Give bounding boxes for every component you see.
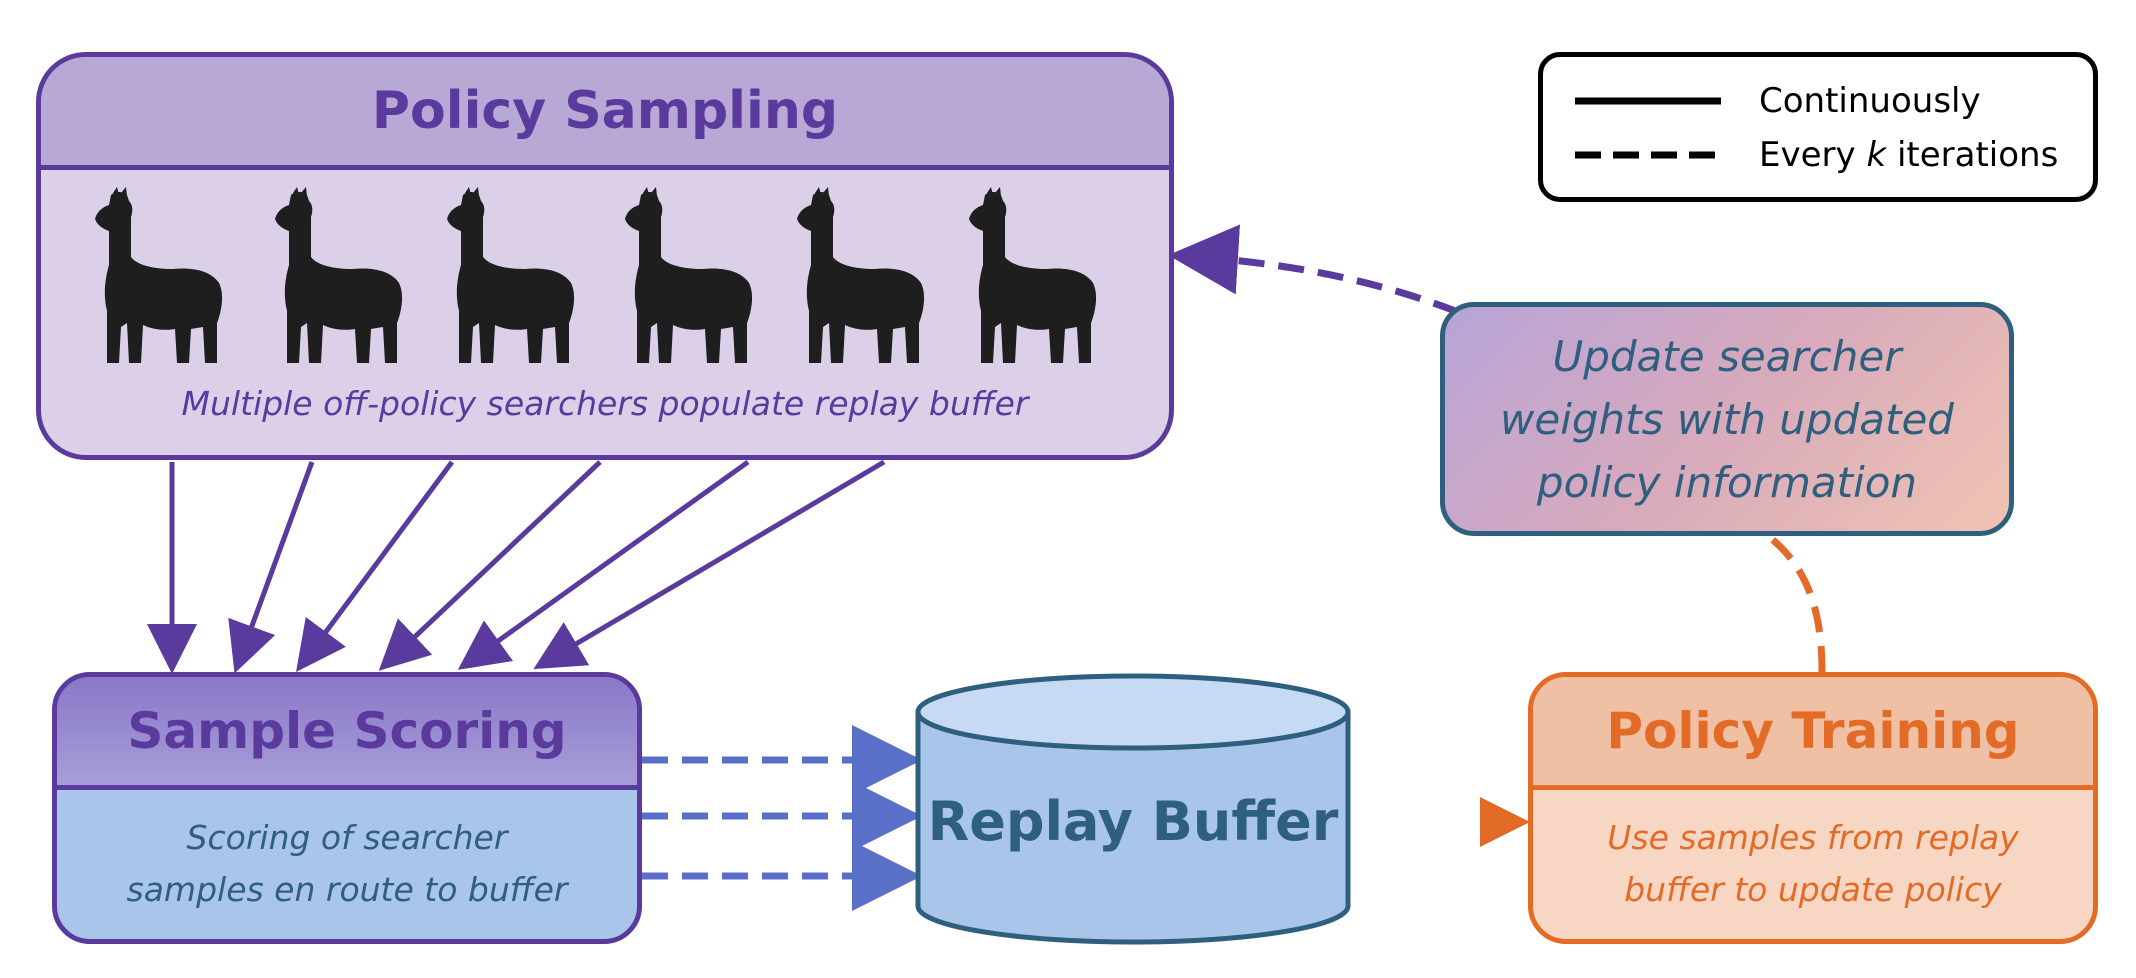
sampling-arrow-4 [378,460,602,671]
policy-training-box: Policy Training Use samples from replay … [1528,672,2098,944]
update-to-sampling-dashed [1168,224,1460,316]
policy-training-caption: Use samples from replay buffer to update… [1533,790,2093,916]
legend-every-prefix: Every [1759,135,1867,175]
llama-icon-3 [447,187,575,363]
scoring-to-buffer-arrows [642,725,922,911]
sample-scoring-caption-line-1: Scoring of searcher [186,818,508,857]
llama-icon-1 [95,187,223,363]
sampling-arrow-6 [533,459,886,670]
llama-icon-4 [625,187,753,363]
policy-training-caption-line-1: Use samples from replay [1607,818,2019,857]
legend-iterations-suffix: iterations [1886,135,2059,175]
policy-sampling-box: Policy Sampling Multiple off-policy sear… [36,52,1174,460]
llama-icons [95,187,1097,363]
sampling-arrow-2 [228,461,315,674]
policy-sampling-caption: Multiple off-policy searchers populate r… [181,384,1029,423]
sample-scoring-caption: Scoring of searcher samples en route to … [57,790,637,916]
llama-icon-6 [969,187,1097,363]
llama-icon-2 [275,187,403,363]
legend-row-every-k: Every k iterations [1573,135,2058,175]
sampling-arrow-5 [457,459,750,670]
update-searcher-caption-line-2: weights with updated [1500,394,1954,444]
sample-scoring-title: Sample Scoring [57,677,637,790]
replay-buffer-cylinder [915,673,1351,945]
legend-continuous-label: Continuously [1759,81,1981,121]
replay-buffer-label: Replay Buffer [927,790,1339,853]
sampling-to-scoring-arrows [147,459,886,674]
dashed-line-icon [1575,151,1721,159]
sampling-arrow-3 [296,460,455,673]
legend-row-continuous: Continuously [1573,81,1981,121]
training-to-update-dashed [1765,533,1826,673]
update-searcher-box: Update searcher weights with updated pol… [1440,302,2014,536]
policy-sampling-title: Policy Sampling [41,57,1169,170]
update-searcher-caption-line-1: Update searcher [1552,331,1902,381]
legend-every-k-label: Every k iterations [1759,135,2058,175]
solid-line-icon [1575,97,1721,105]
llama-icon-5 [797,187,925,363]
legend-k-var: k [1866,135,1887,175]
legend: Continuously Every k iterations [1538,52,2098,202]
sample-scoring-box: Sample Scoring Scoring of searcher sampl… [52,672,642,944]
sample-scoring-caption-line-2: samples en route to buffer [126,870,568,909]
update-searcher-caption-line-3: policy information [1536,457,1918,507]
update-searcher-caption: Update searcher weights with updated pol… [1500,325,1954,514]
policy-training-caption-line-2: buffer to update policy [1624,870,2002,909]
policy-training-title: Policy Training [1533,677,2093,790]
